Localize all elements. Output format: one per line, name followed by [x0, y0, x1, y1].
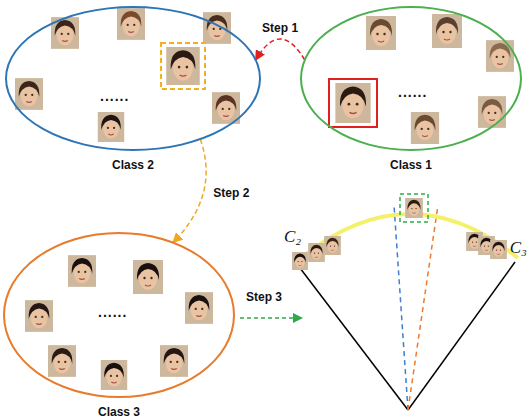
ellipsis-text: ......	[398, 84, 427, 100]
center-label: C₃	[510, 238, 527, 258]
class-label: Class 3	[98, 405, 140, 419]
class-ellipse: ......Class 1	[300, 6, 522, 151]
step-arrow	[173, 139, 206, 242]
step-arrow	[256, 39, 305, 60]
step-label: Step 2	[211, 186, 251, 200]
step-label: Step 3	[244, 290, 284, 304]
feature-fan	[292, 194, 518, 410]
ellipsis-text: ......	[98, 304, 127, 320]
class-ellipse: ......Class 3	[3, 232, 235, 398]
center-label: C₂	[284, 227, 301, 247]
step-label: Step 1	[260, 21, 300, 35]
step-arrow	[240, 317, 302, 319]
class-label: Class 1	[390, 158, 432, 172]
selection-box	[161, 43, 205, 89]
selection-box	[329, 79, 377, 127]
class-label: Class 2	[112, 158, 154, 172]
class-ellipse: ......Class 2	[5, 6, 261, 151]
face-images	[25, 255, 213, 390]
ellipsis-text: ......	[100, 88, 129, 104]
face-images	[15, 8, 240, 142]
